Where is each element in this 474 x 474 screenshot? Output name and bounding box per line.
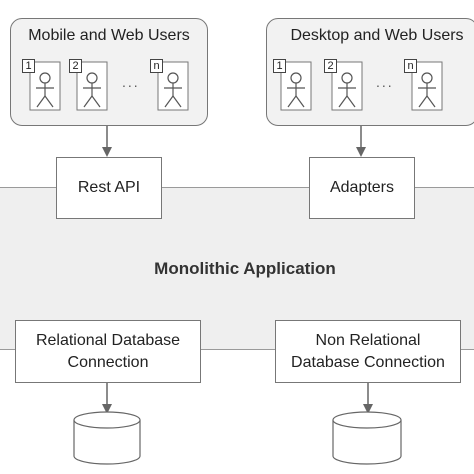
database-icon (332, 411, 402, 465)
user-number-badge: 2 (324, 59, 337, 73)
user-number-badge: n (404, 59, 417, 73)
user-card-n: n (150, 59, 190, 113)
user-number-badge: 1 (273, 59, 286, 73)
user-card-2: 2 (324, 59, 364, 113)
user-icon (411, 61, 443, 111)
user-card-2: 2 (69, 59, 109, 113)
desktop-web-users-title: Desktop and Web Users (290, 27, 464, 44)
user-number-badge: 2 (69, 59, 82, 73)
database-icon (73, 411, 141, 465)
non-relational-line1: Non Relational (315, 331, 421, 349)
mobile-web-users-title: Mobile and Web Users (28, 27, 190, 44)
user-number-badge: n (150, 59, 163, 73)
monolithic-application-title: Monolithic Application (154, 259, 336, 278)
user-icon (29, 61, 61, 111)
user-card-1: 1 (273, 59, 313, 113)
non-relational-line2: Database Connection (291, 353, 445, 371)
user-icon (331, 61, 363, 111)
user-card-1: 1 (22, 59, 62, 113)
relational-db-line1: Relational Database (35, 331, 181, 349)
adapters-box: Adapters (309, 157, 415, 219)
ellipsis-more-users: ... (376, 74, 394, 90)
non-relational-database-connection-box: Non Relational Database Connection (275, 320, 461, 383)
user-icon (157, 61, 189, 111)
user-icon (76, 61, 108, 111)
user-number-badge: 1 (22, 59, 35, 73)
relational-db-line2: Connection (67, 353, 149, 371)
user-icon (280, 61, 312, 111)
rest-api-box: Rest API (56, 157, 162, 219)
ellipsis-more-users: ... (122, 74, 140, 90)
relational-database-connection-box: Relational Database Connection (15, 320, 201, 383)
user-card-n: n (404, 59, 444, 113)
